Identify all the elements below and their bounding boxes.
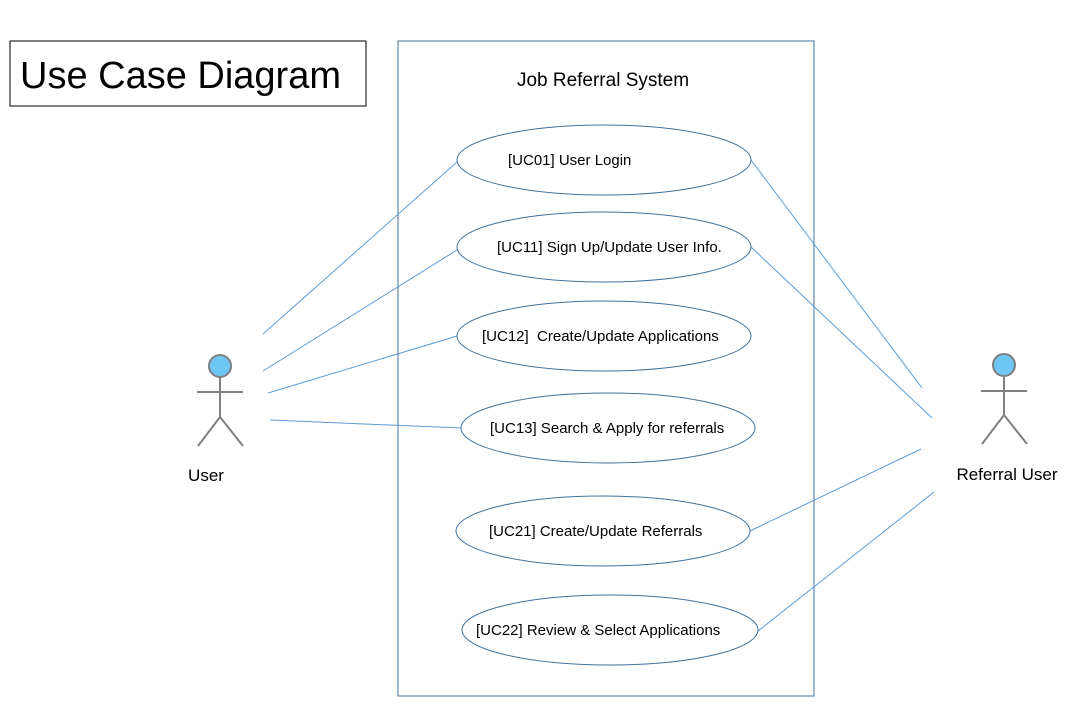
use-case-ellipse [460,392,756,464]
use-case-ellipse [455,495,751,567]
association-referral-uc21 [749,448,922,532]
diagram-title: Use Case Diagram [20,55,341,97]
association-user-uc13 [269,419,462,429]
use-case-label: [UC11] Sign Up/Update User Info. [497,239,722,256]
use-case-label: [UC22] Review & Select Applications [476,622,720,639]
title-border [9,40,367,107]
association-referral-uc22 [757,491,935,632]
system-label: Job Referral System [517,70,689,91]
stick-figure-icon [197,354,244,447]
association-user-uc12 [267,335,458,394]
use-case-label: [UC21] Create/Update Referrals [489,523,702,540]
use-case-uc22[interactable]: [UC22] Review & Select Applications [461,594,759,666]
actor-label: User [188,466,224,485]
association-user-uc01 [262,161,458,335]
actor-referral-user[interactable]: Referral User [956,353,1058,484]
use-case-uc12[interactable]: [UC12] Create/Update Applications [456,300,752,372]
use-case-uc01[interactable]: [UC01] User Login [456,124,752,196]
use-case-uc13[interactable]: [UC13] Search & Apply for referrals [460,392,756,464]
actor-label: Referral User [956,465,1057,484]
use-case-ellipse [461,594,759,666]
association-referral-uc11 [750,246,933,419]
use-case-label: [UC01] User Login [508,152,631,169]
use-case-uc11[interactable]: [UC11] Sign Up/Update User Info. [456,211,752,283]
diagram-title-box: Use Case Diagram [9,40,367,107]
system-boundary-rect [397,40,815,697]
system-boundary: Job Referral System [397,40,815,697]
stick-figure-icon [981,353,1028,445]
association-referral-uc01 [750,159,923,389]
actor-user[interactable]: User [188,354,244,485]
use-case-ellipse [456,124,752,196]
use-case-ellipse [456,300,752,372]
use-case-uc21[interactable]: [UC21] Create/Update Referrals [455,495,751,567]
use-case-ellipse [456,211,752,283]
use-case-label: [UC12] Create/Update Applications [482,328,719,345]
use-case-label: [UC13] Search & Apply for referrals [490,420,724,437]
association-user-uc11 [262,249,458,372]
associations [262,159,935,632]
